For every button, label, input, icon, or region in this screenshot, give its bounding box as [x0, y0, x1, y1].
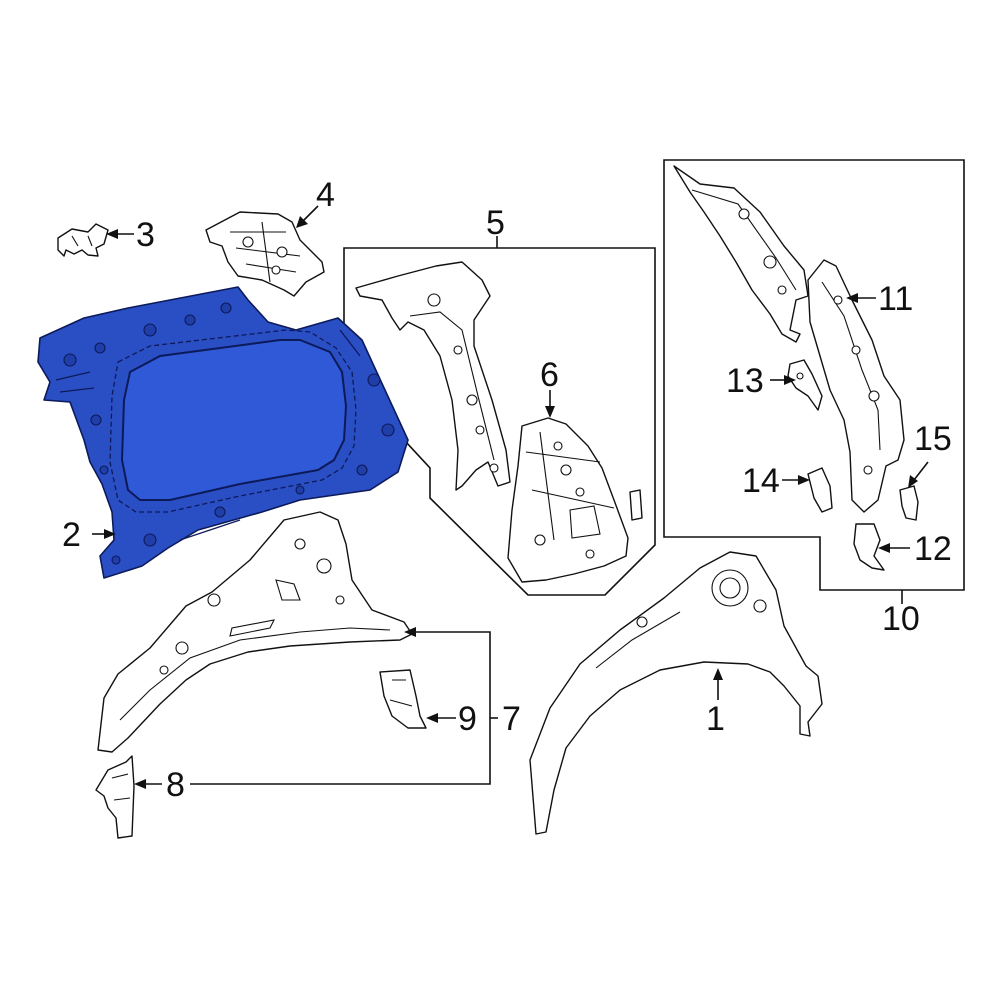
callout-12: 12	[914, 530, 952, 568]
part-15-clip[interactable]	[899, 485, 919, 521]
leader-4	[301, 205, 319, 223]
arrow-12	[878, 543, 890, 553]
callout-1: 1	[706, 700, 725, 738]
callout-8: 8	[166, 766, 185, 804]
arrow-15	[908, 475, 918, 488]
callout-14: 14	[742, 462, 780, 500]
callout-2: 2	[62, 516, 81, 554]
arrow-11	[846, 293, 858, 303]
callout-11: 11	[878, 280, 913, 318]
part-14-bracket[interactable]	[807, 467, 833, 513]
arrow-14	[798, 475, 810, 485]
callout-7: 7	[502, 700, 521, 738]
part-10-rail[interactable]	[673, 165, 809, 343]
part-6-pillar-panel[interactable]	[507, 417, 643, 583]
arrow-7	[404, 627, 416, 637]
arrow-4	[296, 216, 308, 228]
part-2-inner-panel[interactable]	[37, 286, 409, 579]
part-3-clip[interactable]	[57, 223, 109, 257]
part-8-bracket[interactable]	[95, 755, 135, 839]
arrow-9	[426, 713, 438, 723]
callout-13: 13	[726, 362, 764, 400]
leader-7-bracket	[190, 631, 491, 785]
callout-4: 4	[316, 176, 335, 214]
callout-6: 6	[540, 356, 559, 394]
part-9-bracket[interactable]	[379, 669, 427, 729]
callout-5: 5	[486, 204, 505, 242]
part-13-bracket[interactable]	[787, 359, 823, 411]
part-5-pillar[interactable]	[355, 261, 511, 491]
callout-9: 9	[458, 700, 477, 738]
leader-15	[913, 461, 929, 481]
part-12-bracket[interactable]	[853, 523, 885, 571]
arrow-3	[106, 229, 118, 239]
arrow-1	[713, 668, 723, 680]
arrow-6	[545, 406, 555, 418]
part-7-wheelhouse-inner[interactable]	[97, 511, 413, 753]
arrow-2	[104, 529, 116, 539]
callout-10: 10	[882, 600, 920, 638]
group-box-10	[663, 159, 965, 591]
arrow-8	[134, 779, 146, 789]
arrow-13	[784, 375, 796, 385]
callout-15: 15	[914, 420, 952, 458]
part-1-wheelhouse-outer[interactable]	[529, 551, 823, 835]
callout-3: 3	[136, 216, 155, 254]
part-4-bracket[interactable]	[205, 211, 325, 297]
